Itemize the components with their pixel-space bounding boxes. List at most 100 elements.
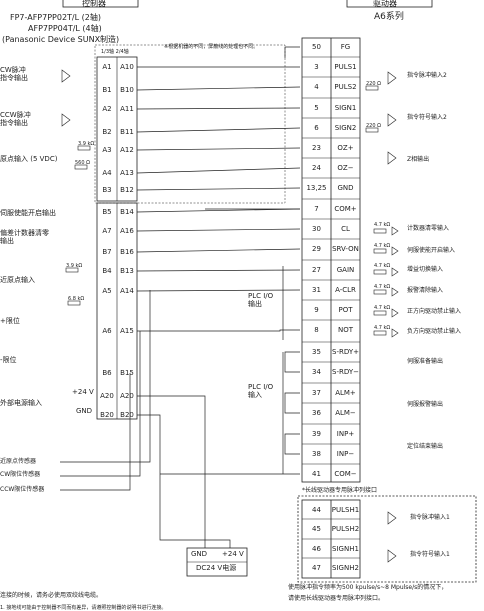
shield-box	[94, 44, 286, 204]
line-driver-note-2: 请使用长线驱动器专用脉冲列接口。	[288, 595, 385, 602]
servo-on-output-label: 伺服使能开启输出	[0, 209, 56, 217]
controller-pin-axis24: A20	[120, 392, 134, 400]
controller-pin-axis24: B10	[120, 86, 134, 94]
drive-terminal-name: ALM+	[335, 389, 356, 397]
drive-terminal-name: ALM−	[335, 409, 356, 417]
controller-pin-axis24: A13	[120, 169, 134, 177]
line-driver-output-icon	[61, 113, 71, 127]
drive-terminal-num: 50	[312, 43, 321, 51]
drive-terminal-num: 30	[312, 225, 321, 233]
io-loop-wire	[284, 392, 300, 414]
drive-grid-lines	[302, 56, 360, 559]
drive-label-positioning: 定位结束输出	[407, 443, 444, 450]
cw-sensor-label: CW限位传感器	[0, 471, 41, 478]
controller-pin-axis24: B12	[120, 186, 134, 194]
controller-pin-axis13: A5	[102, 287, 112, 295]
line-driver-note-1: 使用脉冲指令频率为500 kpulse/s~8 Mpulse/s的情况下，	[288, 584, 448, 591]
power-supply-name: DC24 V电源	[196, 564, 237, 572]
controller-pin-axis13: B3	[102, 186, 112, 194]
signal-wire	[136, 86, 301, 91]
controller-pin-axis13: B20	[100, 411, 114, 419]
line-driver-terminal-num: 44	[312, 506, 321, 514]
drive-terminal-num: 37	[312, 389, 321, 397]
photocoupler-icon	[391, 287, 399, 297]
resistor-symbol	[77, 145, 91, 151]
fg-wire	[284, 46, 300, 58]
wires	[60, 46, 301, 548]
cw-output-label: CW脉冲 指令输出	[0, 66, 28, 83]
footer-note-1: 连接的时候，请务必使用双绞线电缆。	[0, 592, 103, 599]
line-driver-terminal-name: SIGNH2	[332, 564, 359, 572]
controller-pin-axis24: B16	[120, 248, 134, 256]
controller-title: 控制器	[82, 0, 106, 8]
resistor-symbol	[67, 300, 81, 306]
drive-resistor-47-6: 4.7 kΩ	[374, 325, 391, 331]
resistor-47k-symbol	[373, 269, 387, 275]
controller-pin-axis24: A15	[120, 327, 134, 335]
ccw-output-label: CCW脉冲 指令输出	[0, 111, 31, 128]
drive-terminal-num: 31	[312, 286, 321, 294]
drive-terminal-name: INP+	[336, 430, 355, 438]
signal-wire	[136, 127, 301, 133]
controller-pin-axis13: A3	[102, 146, 112, 154]
controller-pin-axis24: A10	[120, 63, 134, 71]
controller-pin-axis24: A12	[120, 146, 134, 154]
resistor-label-3: 3.9 kΩ	[66, 263, 83, 269]
footer-note-2: 1. 接地线可能由于控制器不同而有差异，请遵照控制器的说明书进行连接。	[0, 605, 167, 611]
drive-terminal-name: OZ−	[337, 164, 354, 172]
drive-label-alarm-clear: 报警清除输入	[407, 287, 444, 294]
drive-terminal-name: FG	[340, 43, 351, 51]
drive-terminal-name: INP−	[336, 450, 355, 458]
signal-wire	[137, 329, 300, 332]
zero-input-label: 原点输入 (5 VDC)	[0, 155, 58, 163]
line-driver-terminal-num: 46	[312, 545, 321, 553]
controller-pin-axis13: B1	[102, 86, 112, 94]
drive-label-counter-clear: 计数器清零输入	[407, 225, 450, 232]
drive-terminal-name: GND	[337, 184, 354, 192]
controller-pin-axis24: B20	[120, 411, 134, 419]
drive-label-sign2: 指令符号输入2	[407, 114, 447, 121]
drive-terminal-num: 29	[312, 245, 321, 253]
power-rail-gnd	[137, 414, 231, 548]
drive-terminal-name: OZ+	[337, 144, 354, 152]
drive-label-servo-ready: 伺服准备输出	[407, 358, 444, 365]
drive-terminal-num: 3	[314, 63, 319, 71]
controller-pin-axis13: B2	[102, 128, 112, 136]
axis-labels: 1/3轴 2/4轴	[101, 49, 129, 55]
drive-terminal-num: 35	[312, 348, 321, 356]
plc-io-output-label: PLC I/O 输出	[248, 292, 274, 309]
drive-terminal-name: COM−	[334, 470, 357, 478]
drive-label-zphase: Z相输出	[407, 156, 430, 163]
plc-io-input-label: PLC I/O 输入	[248, 383, 274, 400]
receiver-icon	[387, 71, 397, 85]
controller-pin-axis13: A2	[102, 105, 112, 113]
signal-wire	[136, 147, 301, 151]
drive-label-pulse2: 指令脉冲输入2	[407, 72, 447, 79]
line-driver-terminal-name: PULSH1	[331, 506, 360, 514]
resistor-220-symbol	[365, 85, 379, 91]
drive-terminal-num: 36	[312, 409, 321, 417]
drive-resistor-220-2: 220 Ω	[366, 123, 381, 129]
drive-label-not: 负方向驱动禁止输入	[407, 328, 462, 335]
controller-pin-axis13: A20	[100, 392, 114, 400]
home-sensor-wire	[60, 290, 151, 463]
symbols	[61, 69, 399, 563]
plus-limit-label: +限位	[0, 317, 20, 325]
drive-terminal-num: 23	[312, 144, 321, 152]
minus-limit-label: -限位	[0, 356, 17, 364]
drive-terminal-num: 34	[312, 368, 321, 376]
power-plus24-label: +24 V	[222, 550, 244, 558]
drive-terminal-num: 24	[312, 164, 321, 172]
controller-pin-axis24: B15	[120, 369, 134, 377]
controller-pin-axis13: B5	[102, 208, 112, 216]
photocoupler-icon	[391, 246, 399, 256]
drive-terminal-num: 8	[314, 326, 319, 334]
ext-power-label: 外部电源输入	[0, 399, 42, 407]
controller-pin-axis24: A16	[120, 227, 134, 235]
signal-wire	[136, 187, 301, 191]
controller-pin-axis13: A1	[102, 63, 112, 71]
ccw-sensor-label: CCW限位传感器	[0, 486, 45, 493]
drive-title: 驱动器	[373, 0, 397, 8]
photocoupler-icon	[391, 308, 399, 318]
home-input-label: 近原点输入	[0, 276, 35, 284]
